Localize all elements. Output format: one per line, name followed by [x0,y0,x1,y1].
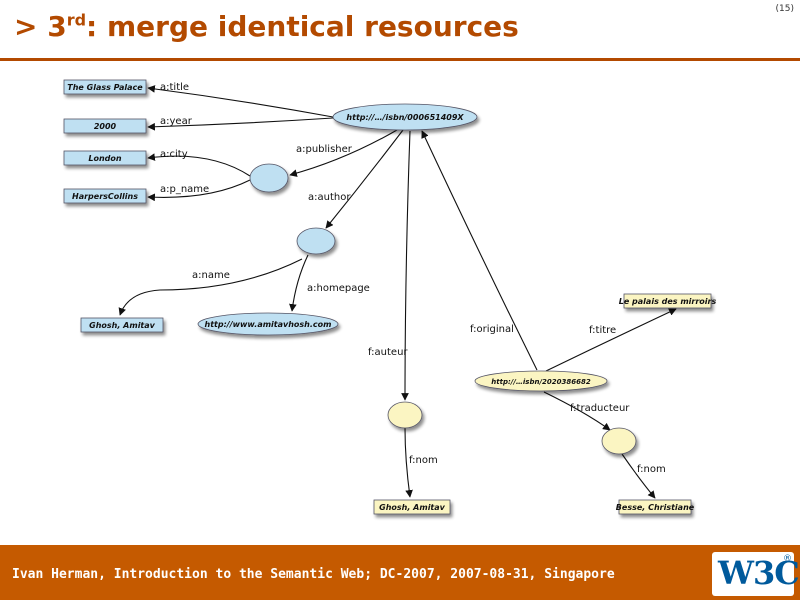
edge-label-isbn-fr-to-titre: f:titre [589,325,616,336]
edge-isbn-fr-to-isbn-en [421,130,538,371]
edge-publisher-to-city [147,153,251,177]
title-text: : merge identical resources [86,10,519,43]
node-auteur [387,401,423,429]
edge-label-isbn-fr-to-isbn-en: f:original [470,324,514,335]
title-prefix: > 3 [14,10,67,43]
node-label-pname: HarpersCollins [72,192,138,201]
node-name-en: Ghosh, Amitav [80,317,164,333]
edge-author-to-homepage [289,254,309,312]
edge-label-isbn-fr-to-traducteur: f:traducteur [570,403,630,414]
edge-label-publisher-to-pname: a:p_name [160,184,209,195]
node-label-nom-fr: Ghosh, Amitav [379,503,446,512]
edge-isbn-en-to-publisher [289,129,398,177]
node-shape-auteur [387,401,423,429]
node-traducteur [601,427,637,455]
node-shape-city [63,150,147,166]
w3c-registered-mark: ® [783,554,792,564]
edge-auteur-to-nom-fr [404,427,413,498]
node-nom-tr: Besse, Christiane [616,499,695,515]
node-year: 2000 [63,118,147,134]
node-shape-nom-fr [373,499,451,515]
footer-bar: Ivan Herman, Introduction to the Semanti… [0,545,800,600]
edge-isbn-en-to-year [147,117,334,131]
node-shape-isbn-fr [474,370,608,392]
title-divider [0,58,800,61]
node-shape-year [63,118,147,134]
node-label-nom-tr: Besse, Christiane [616,503,695,512]
slide-title: > 3rd: merge identical resources [14,10,519,43]
edge-label-auteur-to-nom-fr: f:nom [409,455,438,466]
node-shape-nom-tr [618,499,692,515]
rdf-graph-diagram: http://…/isbn/000651409X The Glass Palace… [63,79,717,515]
node-label-name-en: Ghosh, Amitav [89,321,156,330]
edge-label-author-to-homepage: a:homepage [307,283,370,294]
edge-label-isbn-en-to-auteur: f:auteur [368,347,408,358]
node-shape-author [296,227,336,255]
page-number: (15) [775,4,794,14]
node-shape-titre [623,293,712,309]
node-shape-name-en [80,317,164,333]
node-author [296,227,336,255]
edge-label-author-to-name-en: a:name [192,270,230,281]
node-label-city: London [88,154,122,163]
node-shape-homepage [197,312,339,336]
footer-citation: Ivan Herman, Introduction to the Semanti… [12,567,615,582]
node-nom-fr: Ghosh, Amitav [373,499,451,515]
node-shape-pname [63,188,147,204]
node-label-homepage: http://www.amitavhosh.com [205,320,332,329]
edge-traducteur-to-nom-tr [621,453,656,499]
edge-label-publisher-to-city: a:city [160,149,188,160]
edge-isbn-en-to-title [147,85,334,118]
edge-label-isbn-en-to-publisher: a:publisher [296,144,353,155]
edge-isbn-fr-to-titre [545,308,677,372]
node-titre: Le palais des mirroirs [619,293,717,309]
w3c-logo-text: W3C [718,554,800,592]
node-label-titre: Le palais des mirroirs [619,297,717,306]
edge-isbn-en-to-author [325,129,404,229]
node-isbn-en: http://…/isbn/000651409X [332,103,478,131]
node-shape-publisher [249,163,289,193]
node-shape-traducteur [601,427,637,455]
node-label-isbn-fr: http://…isbn/2020386682 [491,378,591,386]
node-shape-isbn-en [332,103,478,131]
edge-author-to-name-en [118,258,303,316]
edge-label-traducteur-to-nom-tr: f:nom [637,464,666,475]
node-label-year: 2000 [94,122,117,131]
node-pname: HarpersCollins [63,188,147,204]
title-superscript: rd [66,10,87,30]
node-label-isbn-en: http://…/isbn/000651409X [346,113,464,122]
node-isbn-fr: http://…isbn/2020386682 [474,370,608,392]
node-title: The Glass Palace [63,79,147,95]
edge-label-isbn-en-to-author: a:author [308,192,351,203]
node-city: London [63,150,147,166]
edge-label-isbn-en-to-title: a:title [160,82,189,93]
edge-isbn-en-to-auteur [401,130,411,401]
w3c-logo: W3C® [712,552,800,596]
edge-publisher-to-pname [147,179,251,202]
node-shape-title [63,79,147,95]
edge-isbn-fr-to-traducteur [543,391,611,431]
node-homepage: http://www.amitavhosh.com [197,312,339,336]
edge-label-isbn-en-to-year: a:year [160,116,193,127]
node-publisher [249,163,289,193]
node-label-title: The Glass Palace [67,83,143,92]
